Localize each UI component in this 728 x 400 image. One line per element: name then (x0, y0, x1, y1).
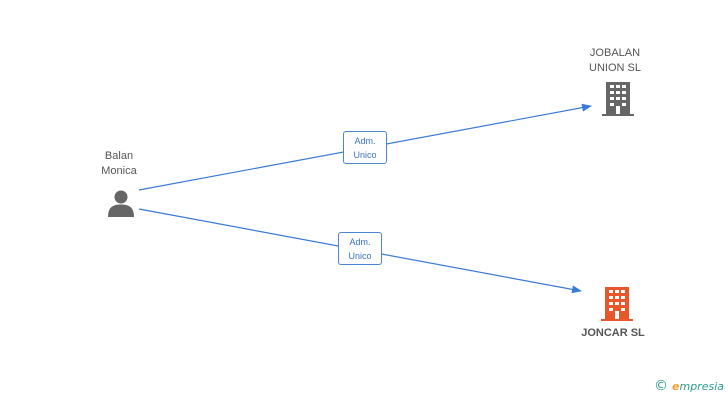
company-label-jobalan[interactable]: JOBALAN UNION SL (575, 46, 655, 76)
person-name-line2: Monica (101, 165, 137, 177)
building-icon[interactable] (602, 82, 634, 116)
building-icon-highlight[interactable] (601, 287, 633, 321)
brand-logo-text: mpresia (679, 380, 724, 393)
relation-role-line2: Unico (348, 251, 372, 261)
company-label-joncar[interactable]: JONCAR SL (568, 326, 658, 341)
relation-role-line1: Adm. (354, 136, 376, 146)
brand-watermark: ©empresia (654, 378, 724, 394)
relation-label-1[interactable]: Adm. Unico (343, 131, 387, 164)
person-name-line1: Balan (104, 150, 134, 162)
relation-label-2[interactable]: Adm. Unico (338, 232, 382, 265)
company-name-line1: JONCAR SL (581, 327, 645, 339)
company-name-line2: UNION SL (589, 62, 641, 74)
company-name-line1: JOBALAN (589, 47, 641, 59)
brand-logo-letter: e (672, 380, 680, 393)
person-label[interactable]: Balan Monica (89, 149, 149, 179)
relation-role-line2: Unico (353, 150, 377, 160)
copyright-icon: © (654, 378, 669, 394)
person-icon[interactable] (107, 189, 135, 217)
relation-role-line1: Adm. (349, 237, 371, 247)
